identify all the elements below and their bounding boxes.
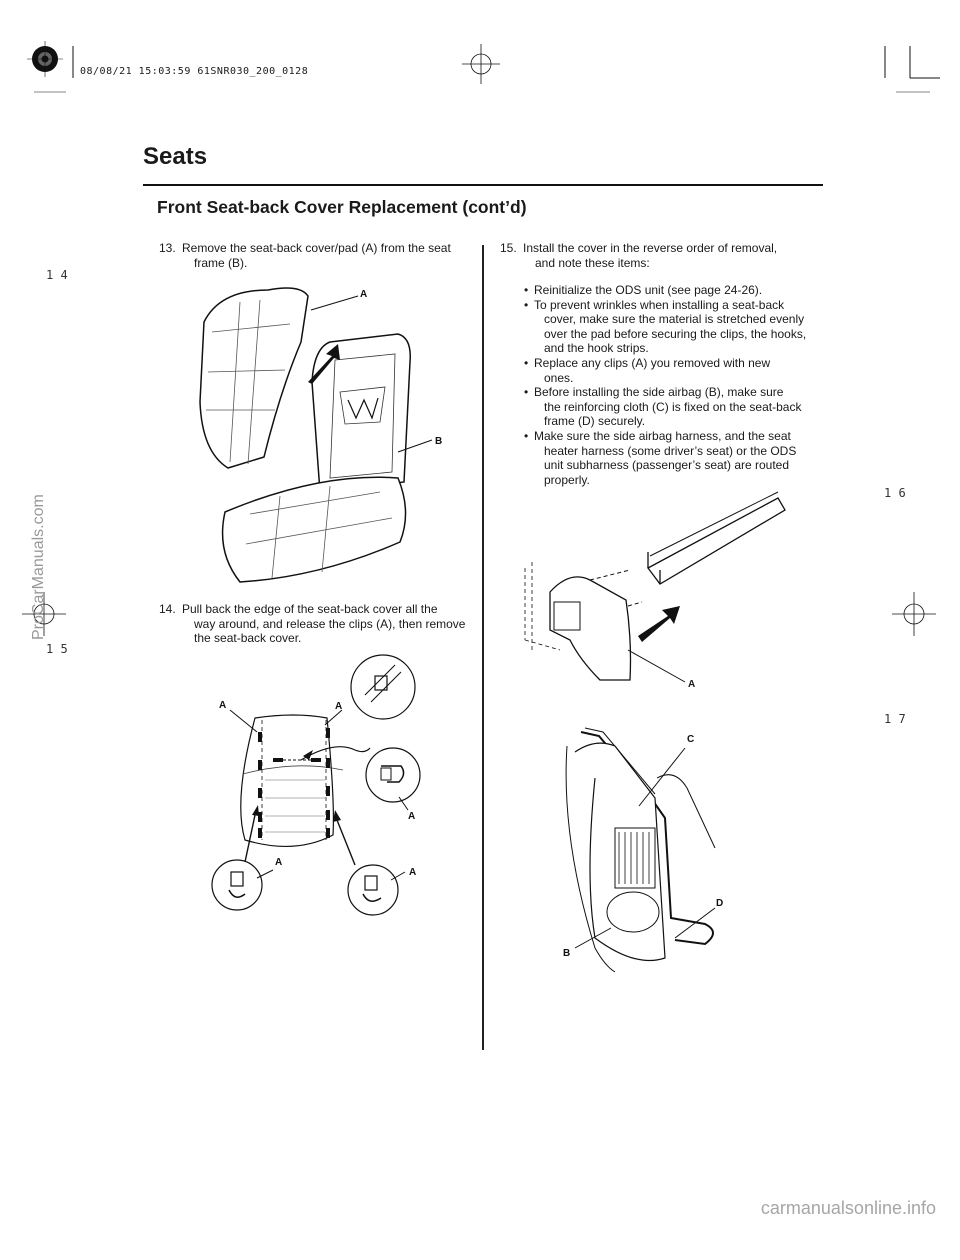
list-item: Reinitialize the ODS unit (see page 24-2… (524, 283, 824, 298)
section-subtitle: Front Seat-back Cover Replacement (cont’… (157, 197, 527, 217)
page-title: Seats (143, 143, 208, 170)
side-watermark: ProCarManuals.com (30, 494, 47, 640)
label-b: B (435, 436, 442, 447)
step-14: 14. Pull back the edge of the seat-back … (159, 602, 479, 646)
bullet-line: cover, make sure the material is stretch… (544, 312, 805, 327)
footer-watermark: carmanualsonline.info (760, 1198, 936, 1218)
label-a: A (688, 679, 696, 690)
label-a: A (409, 867, 416, 878)
label-d: D (716, 898, 723, 909)
label-a: A (360, 289, 367, 300)
title-rule (143, 184, 823, 186)
step-15: 15. Install the cover in the reverse ord… (500, 241, 825, 270)
step-text-line: Remove the seat-back cover/pad (A) from … (182, 241, 451, 255)
list-item: To prevent wrinkles when installing a se… (524, 298, 824, 356)
margin-number: 1 7 (884, 712, 906, 726)
label-a: A (275, 857, 282, 868)
bullet-line: Replace any clips (A) you removed with n… (534, 355, 771, 370)
clip-installation-illustration (524, 491, 786, 683)
label-a: A (408, 811, 415, 822)
bullet-line: To prevent wrinkles when installing a se… (534, 297, 785, 312)
side-airbag-section-illustration: C D B (563, 727, 723, 973)
step-text-line: the seat-back cover. (194, 631, 302, 646)
step-number: 13. (159, 241, 176, 255)
seat-back-removal-illustration: A B (199, 287, 442, 583)
bullet-line: Before installing the side airbag (B), m… (534, 385, 784, 400)
install-notes-list: Reinitialize the ODS unit (see page 24-2… (524, 283, 824, 487)
column-divider (482, 245, 484, 1050)
bullet-line: unit subharness (passenger’s seat) are r… (544, 458, 790, 473)
bullet-line: and the hook strips. (544, 341, 649, 356)
bullet-line: properly. (544, 472, 590, 487)
margin-number: 1 6 (884, 486, 906, 500)
side-crosshairs (22, 592, 936, 636)
step-text-line: frame (B). (194, 255, 248, 270)
step-number: 15. (500, 241, 517, 255)
bullet-line: over the pad before securing the clips, … (544, 326, 807, 341)
step-text-line: Install the cover in the reverse order o… (523, 241, 778, 255)
bullet-line: the reinforcing cloth (C) is fixed on th… (544, 399, 802, 414)
bullet-line: ones. (544, 370, 574, 385)
margin-number: 1 5 (46, 642, 68, 656)
step-text-line: way around, and release the clips (A), t… (194, 616, 466, 631)
label-c: C (687, 734, 694, 745)
bullet-line: Reinitialize the ODS unit (see page 24-2… (534, 283, 763, 297)
label-a: A (335, 701, 342, 712)
clip-locations-diagram: A A A A A (211, 654, 421, 916)
step-text-line: and note these items: (535, 255, 650, 270)
bullet-line: Make sure the side airbag harness, and t… (534, 428, 791, 443)
label-a: A (219, 700, 226, 711)
list-item: Before installing the side airbag (B), m… (524, 385, 824, 429)
registration-marks (27, 41, 940, 93)
label-b: B (563, 948, 570, 959)
bullet-line: frame (D) securely. (544, 414, 646, 429)
print-stamp: 08/08/21 15:03:59 61SNR030_200_0128 (80, 66, 309, 77)
list-item: Make sure the side airbag harness, and t… (524, 429, 824, 487)
step-text-line: Pull back the edge of the seat-back cove… (182, 602, 438, 616)
step-13: 13. Remove the seat-back cover/pad (A) f… (159, 241, 479, 270)
margin-number: 1 4 (46, 268, 68, 282)
step-number: 14. (159, 602, 176, 616)
list-item: Replace any clips (A) you removed with n… (524, 356, 824, 385)
bullet-line: heater harness (some driver’s seat) or t… (544, 443, 797, 458)
